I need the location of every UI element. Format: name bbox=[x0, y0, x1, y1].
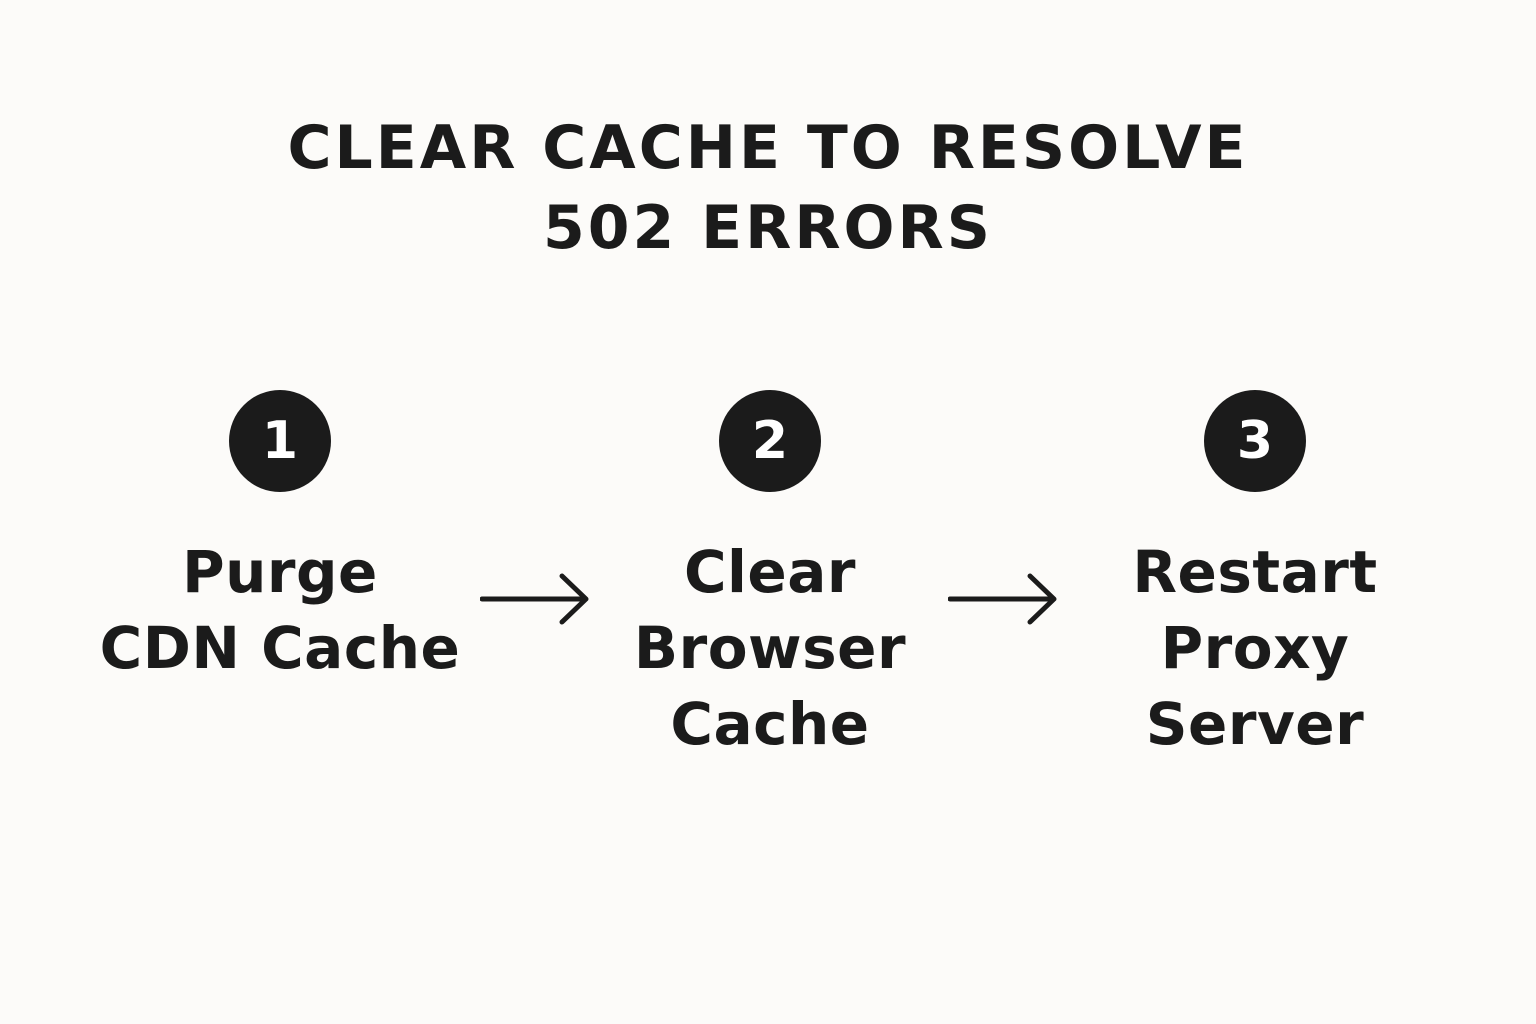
step-1-label-line-2: CDN Cache bbox=[99, 614, 461, 682]
step-2: 2 Clear Browser Cache bbox=[560, 390, 980, 762]
step-2-label: Clear Browser Cache bbox=[560, 534, 980, 762]
step-1-number-badge: 1 bbox=[229, 390, 331, 492]
step-1-label-line-1: Purge bbox=[182, 538, 378, 606]
step-1: 1 Purge CDN Cache bbox=[70, 390, 490, 686]
step-3: 3 Restart Proxy Server bbox=[1045, 390, 1465, 762]
arrow-right-icon bbox=[948, 570, 1060, 628]
diagram-title-line-2: 502 ERRORS bbox=[543, 193, 993, 263]
step-2-number-badge: 2 bbox=[719, 390, 821, 492]
diagram-title-line-1: CLEAR CACHE TO RESOLVE bbox=[287, 113, 1249, 183]
step-3-number-badge: 3 bbox=[1204, 390, 1306, 492]
step-2-label-line-3: Cache bbox=[670, 690, 870, 758]
step-3-label: Restart Proxy Server bbox=[1045, 534, 1465, 762]
arrow-right-icon bbox=[480, 570, 592, 628]
step-2-label-line-2: Browser bbox=[633, 614, 907, 682]
diagram-title: CLEAR CACHE TO RESOLVE 502 ERRORS bbox=[0, 108, 1536, 268]
step-3-label-line-2: Proxy bbox=[1160, 614, 1350, 682]
step-3-label-line-1: Restart bbox=[1132, 538, 1378, 606]
step-3-label-line-3: Server bbox=[1145, 690, 1365, 758]
step-2-label-line-1: Clear bbox=[683, 538, 857, 606]
step-1-label: Purge CDN Cache bbox=[70, 534, 490, 686]
